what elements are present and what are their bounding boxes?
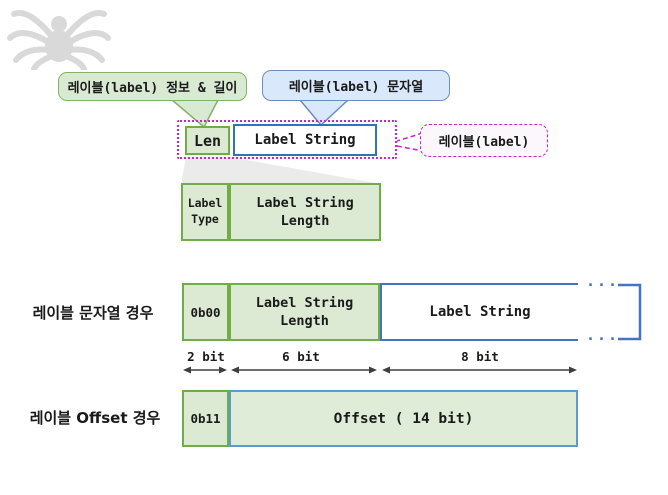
string-case-length-box: Label String Length xyxy=(229,283,380,341)
offset-case-offset-box: Offset ( 14 bit) xyxy=(229,390,578,447)
pink-callout-tail xyxy=(396,132,424,152)
spider-logo-icon xyxy=(7,10,111,70)
continuation-bracket xyxy=(618,283,642,341)
callout-label-text: 레이블(label) xyxy=(438,135,530,150)
zoom-trapezoid xyxy=(181,157,381,184)
label-string-length-box: Label String Length xyxy=(229,183,381,241)
callout-label-string: 레이블(label) 문자열 xyxy=(262,70,450,101)
callout-label-string-text: 레이블(label) 문자열 xyxy=(288,80,424,95)
bit-width-byte-label: 8 bit xyxy=(461,349,499,364)
offset-case-offset-text: Offset ( 14 bit) xyxy=(333,410,474,427)
bit-width-type-label: 2 bit xyxy=(187,349,225,364)
string-case-label-string-box: Label String xyxy=(380,283,578,341)
bit-arrowheads xyxy=(183,366,577,374)
callout-label-info-length: 레이블(label) 정보 & 길이 xyxy=(58,72,247,101)
callout-label-info-length-text: 레이블(label) 정보 & 길이 xyxy=(67,81,238,96)
offset-case-row-label: 레이블 Offset 경우 xyxy=(29,408,161,427)
continuation-ellipsis-top: ... xyxy=(586,272,620,290)
offset-case-type-bits-box: 0b11 xyxy=(182,390,229,447)
continuation-ellipsis-bottom: ... xyxy=(586,326,620,344)
string-case-type-bits-box: 0b00 xyxy=(182,283,229,341)
label-string-box: Label String xyxy=(233,124,377,156)
bit-width-length-label: 6 bit xyxy=(282,349,320,364)
len-box: Len xyxy=(185,126,230,155)
label-type-box: Label Type xyxy=(181,183,229,241)
label-string-box-text: Label String xyxy=(254,132,356,148)
string-case-label-string-text: Label String xyxy=(429,304,531,320)
string-case-row-label: 레이블 문자열 경우 xyxy=(32,303,154,322)
label-dotted-frame xyxy=(177,120,397,159)
len-box-text: Len xyxy=(193,131,222,150)
callout-label: 레이블(label) xyxy=(420,124,548,157)
